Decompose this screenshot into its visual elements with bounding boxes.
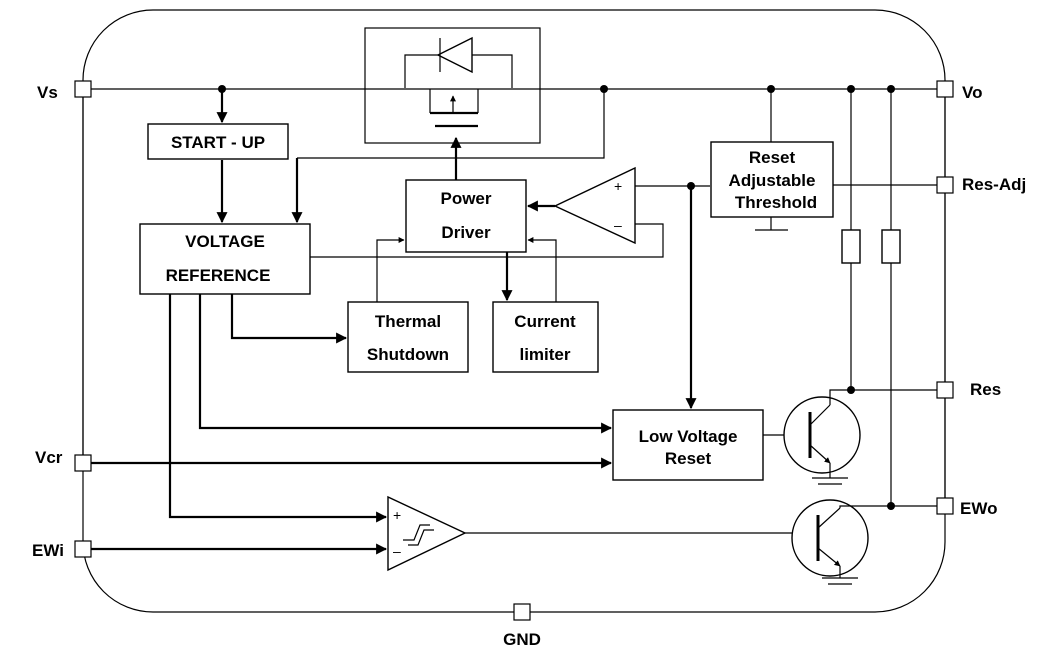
reset-output-transistor (783, 386, 938, 485)
startup-block: START - UP (147, 89, 289, 224)
svg-text:REFERENCE: REFERENCE (166, 266, 271, 285)
svg-text:EWo: EWo (960, 499, 997, 518)
svg-text:Power: Power (440, 189, 491, 208)
svg-text:Adjustable: Adjustable (729, 171, 816, 190)
pin-ewi: EWi (32, 540, 92, 560)
svg-text:Reset: Reset (749, 148, 796, 167)
svg-text:Thermal: Thermal (375, 312, 441, 331)
svg-text:Low Voltage: Low Voltage (639, 427, 738, 446)
svg-text:START - UP: START - UP (171, 133, 265, 152)
pin-gnd: GND (503, 603, 541, 649)
power-driver-block: Power Driver (405, 136, 527, 253)
svg-text:–: – (614, 217, 622, 233)
svg-text:Vo: Vo (962, 83, 982, 102)
svg-text:–: – (393, 543, 401, 559)
pass-transistor (364, 27, 541, 144)
svg-text:Current: Current (514, 312, 576, 331)
svg-text:Shutdown: Shutdown (367, 345, 449, 364)
svg-text:limiter: limiter (519, 345, 570, 364)
svg-text:Vcr: Vcr (35, 448, 63, 467)
thermal-shutdown-block: Thermal Shutdown (230, 237, 469, 373)
feedback-wire (297, 89, 605, 159)
svg-text:Reset: Reset (665, 449, 712, 468)
error-amplifier: + – (310, 166, 710, 258)
current-limiter-block: Current limiter (492, 237, 599, 373)
svg-text:Threshold: Threshold (735, 193, 817, 212)
svg-text:EWi: EWi (32, 541, 64, 560)
pin-res-adj: Res-Adj (936, 175, 1026, 194)
voltage-reference-block: VOLTAGE REFERENCE (139, 223, 311, 295)
early-warning-comparator: + – (90, 294, 808, 572)
svg-text:VOLTAGE: VOLTAGE (185, 232, 265, 251)
svg-text:GND: GND (503, 630, 541, 649)
svg-text:Res: Res (970, 380, 1001, 399)
pin-res: Res (936, 380, 1001, 399)
svg-text:+: + (614, 178, 622, 194)
pin-vo: Vo (936, 80, 982, 102)
reset-adjustable-threshold-block: Reset Adjustable Threshold (710, 89, 938, 231)
pin-ewo: EWo (936, 497, 997, 518)
svg-text:+: + (393, 507, 401, 523)
low-voltage-reset-block: Low Voltage Reset (90, 186, 810, 481)
pin-vs: Vs (37, 80, 92, 102)
svg-text:Vs: Vs (37, 83, 58, 102)
ewo-output-transistor (791, 499, 938, 585)
pull-up-resistors (841, 89, 901, 506)
supply-rail (90, 85, 938, 93)
svg-text:Driver: Driver (441, 223, 491, 242)
pin-vcr: Vcr (35, 448, 92, 472)
svg-text:Res-Adj: Res-Adj (962, 175, 1026, 194)
